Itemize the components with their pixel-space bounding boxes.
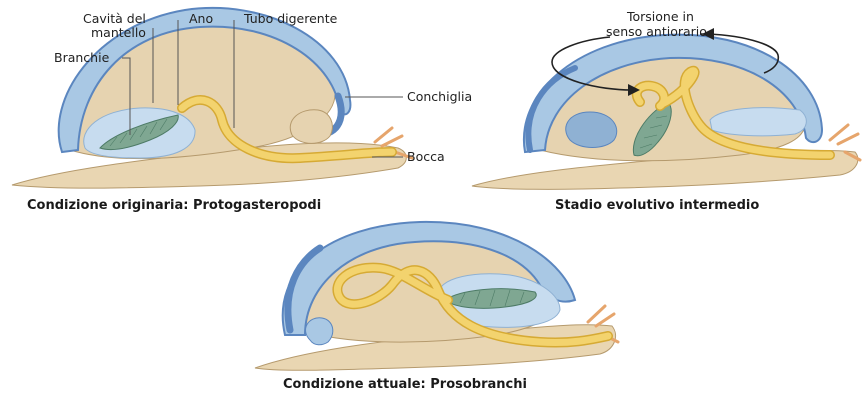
- label-torsione-line1: Torsione in: [626, 9, 694, 24]
- label-branchie: Branchie: [54, 50, 110, 65]
- label-cavita-line1: Cavità del: [83, 11, 146, 26]
- panel-intermediate: Torsione in senso antiorario Stadio evol…: [472, 9, 860, 213]
- caption-panel2: Stadio evolutivo intermedio: [555, 198, 759, 213]
- panel-prosobranch: Condizione attuale: Prosobranchi: [255, 222, 618, 392]
- caption-panel1: Condizione originaria: Protogasteropodi: [27, 198, 321, 213]
- label-tubo-digerente: Tubo digerente: [243, 11, 338, 26]
- panel-protogastropod: Cavità del mantello Ano Tubo digerente B…: [12, 8, 472, 213]
- mantle-cavity: [566, 112, 617, 148]
- label-cavita-line2: mantello: [91, 25, 146, 40]
- label-torsione-line2: senso antiorario: [606, 24, 707, 39]
- label-bocca: Bocca: [407, 149, 445, 164]
- label-conchiglia: Conchiglia: [407, 89, 472, 104]
- posterior-lobe: [306, 318, 333, 345]
- caption-panel3: Condizione attuale: Prosobranchi: [283, 377, 527, 392]
- head-lobe: [290, 110, 332, 144]
- label-ano: Ano: [189, 11, 213, 26]
- mantle-cavity-right: [710, 108, 806, 136]
